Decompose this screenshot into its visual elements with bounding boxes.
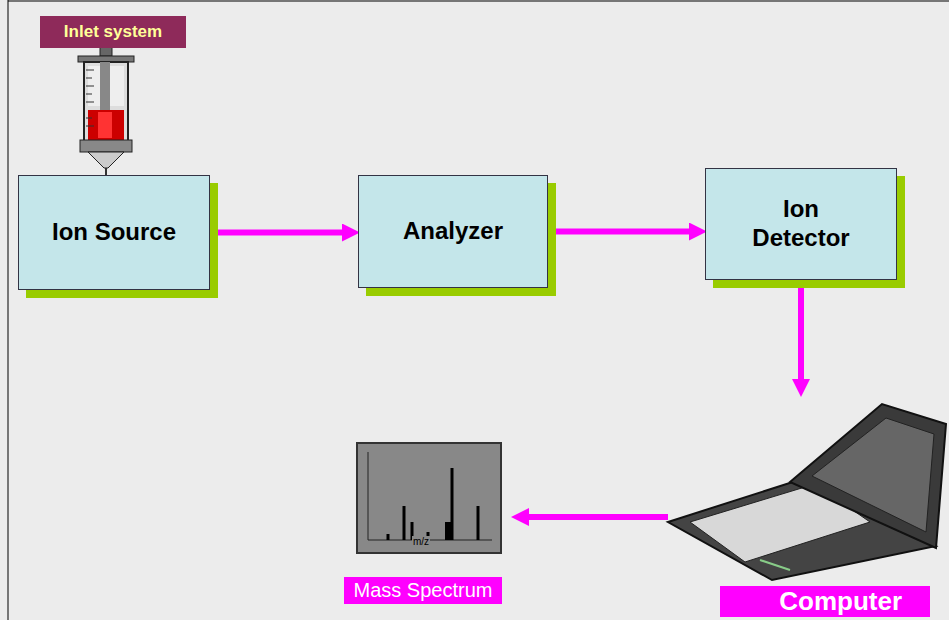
laptop-illustration (668, 404, 946, 580)
flow-arrow (523, 514, 668, 520)
node-label: Computer (720, 586, 930, 617)
spectrum-illustration (357, 443, 501, 553)
frame-line (8, 0, 9, 620)
syringe-illustration (78, 44, 134, 182)
node-text: Ion Detector (741, 195, 861, 253)
node-label: Mass Spectrum (344, 577, 503, 604)
node-text: Inlet system (64, 22, 162, 42)
frame-line (8, 1, 949, 2)
flow-arrow (548, 229, 695, 235)
axis-label: m/z (412, 536, 430, 547)
process-box: Analyzer (358, 175, 548, 288)
inlet-label: Inlet system (40, 16, 186, 48)
computer-node: Computer (668, 395, 930, 617)
process-box: Ion Source (18, 175, 210, 290)
spectrum-node: Mass Spectrum (333, 440, 513, 604)
node-text: Ion Source (52, 218, 176, 247)
process-box: Ion Detector (705, 168, 897, 280)
node-text: Analyzer (403, 217, 503, 246)
flow-arrow (798, 280, 804, 385)
flow-arrow (210, 230, 348, 236)
